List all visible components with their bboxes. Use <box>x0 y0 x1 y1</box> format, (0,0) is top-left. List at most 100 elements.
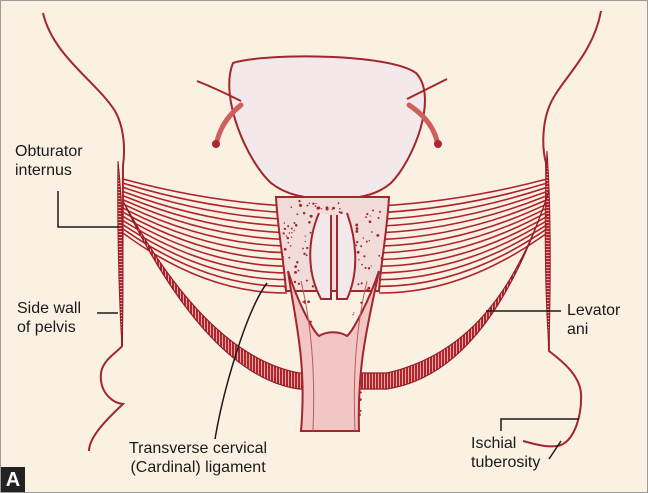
stipple-dot <box>381 257 384 260</box>
stipple-dot <box>355 224 358 227</box>
stipple-dot <box>306 280 308 282</box>
stipple-dot <box>360 245 362 247</box>
right-round-ligament-tip <box>434 140 442 148</box>
label-levator-ani: Levator ani <box>567 301 620 339</box>
leader-ischial <box>501 419 579 431</box>
stipple-dot <box>315 205 317 207</box>
stipple-dot <box>288 242 289 243</box>
stipple-dot <box>321 208 322 209</box>
stipple-dot <box>355 244 357 246</box>
label-transverse-cervical: Transverse cervical (Cardinal) ligament <box>129 439 267 477</box>
stipple-dot <box>318 207 321 210</box>
label-levator-line1: Levator <box>567 301 620 320</box>
stipple-dot <box>366 289 369 292</box>
right-obturator-internus <box>545 151 550 346</box>
stipple-dot <box>294 265 297 268</box>
stipple-dot <box>287 237 289 239</box>
stipple-dot <box>339 211 341 213</box>
stipple-dot <box>372 209 374 211</box>
stipple-dot <box>297 213 299 215</box>
stipple-dot <box>298 283 300 285</box>
panel-letter: A <box>1 467 25 493</box>
stipple-dot <box>365 267 367 269</box>
stipple-dot <box>338 202 340 204</box>
label-obturator-line1: Obturator <box>15 142 83 161</box>
ligament-fibre <box>123 183 287 213</box>
stipple-dot <box>379 211 381 213</box>
stipple-dot <box>289 232 291 234</box>
stipple-dot <box>367 287 370 290</box>
stipple-dot <box>363 255 365 257</box>
stipple-dot <box>294 230 295 231</box>
stipple-dot <box>285 248 287 250</box>
stipple-dot <box>360 410 362 412</box>
stipple-dot <box>368 267 370 269</box>
ligament-fibre <box>123 179 287 206</box>
stipple-dot <box>287 225 289 227</box>
stipple-dot <box>291 232 292 233</box>
leader-obturator <box>58 191 119 227</box>
stipple-dot <box>302 248 304 250</box>
stipple-dot <box>369 240 370 241</box>
stipple-dot <box>376 234 379 237</box>
stipple-dot <box>353 312 354 313</box>
cervix <box>276 197 389 291</box>
label-side-wall-line2: of pelvis <box>17 318 81 337</box>
stipple-dot <box>306 254 308 256</box>
label-side-wall-line1: Side wall <box>17 299 81 318</box>
stipple-dot <box>312 203 314 205</box>
stipple-dot <box>379 280 381 282</box>
ligament-fibre <box>379 179 547 206</box>
stipple-dot <box>299 204 300 205</box>
stipple-dot <box>332 207 335 210</box>
stipple-dot <box>291 228 293 230</box>
stipple-dot <box>358 259 359 260</box>
stipple-dot <box>381 260 382 261</box>
label-side-wall: Side wall of pelvis <box>17 299 81 337</box>
stipple-dot <box>310 232 312 234</box>
stipple-dot <box>283 268 285 270</box>
stipple-dot <box>284 286 286 288</box>
stipple-dot <box>378 255 380 257</box>
stipple-dot <box>290 245 292 247</box>
label-obturator-internus: Obturator internus <box>15 142 83 180</box>
ligament-fibre <box>379 233 547 293</box>
stipple-dot <box>361 264 363 266</box>
stipple-dot <box>371 265 372 266</box>
stipple-dot <box>356 241 358 243</box>
stipple-dot <box>283 256 284 257</box>
ligament-fibre <box>123 196 287 233</box>
stipple-dot <box>294 281 296 283</box>
vagina <box>288 271 379 431</box>
stipple-dot <box>308 301 309 302</box>
label-obturator-line2: internus <box>15 161 83 180</box>
left-pelvic-wall <box>43 13 124 451</box>
label-ischial-tuberosity: Ischial tuberosity <box>471 434 540 472</box>
stipple-dot <box>315 203 316 204</box>
stipple-dot <box>297 270 299 272</box>
stipple-dot <box>294 222 296 224</box>
stipple-dot <box>303 253 305 255</box>
stipple-dot <box>357 283 359 285</box>
label-cardinal-line2: (Cardinal) ligament <box>129 458 267 477</box>
label-ischial-line1: Ischial <box>471 434 540 453</box>
stipple-dot <box>365 216 367 218</box>
stipple-dot <box>378 217 380 219</box>
stipple-dot <box>310 215 313 218</box>
left-round-ligament-tip <box>212 140 220 148</box>
label-levator-line2: ani <box>567 320 620 339</box>
stipple-dot <box>332 209 333 210</box>
label-ischial-line2: tuberosity <box>471 453 540 472</box>
stipple-dot <box>357 251 360 254</box>
stipple-dot <box>298 200 300 202</box>
stipple-dot <box>291 206 293 208</box>
stipple-dot <box>312 285 314 287</box>
stipple-dot <box>291 237 292 238</box>
stipple-dot <box>309 202 310 203</box>
stipple-dot <box>371 231 373 233</box>
ligament-fibre <box>379 196 547 233</box>
stipple-dot <box>356 227 359 230</box>
stipple-dot <box>370 215 371 216</box>
